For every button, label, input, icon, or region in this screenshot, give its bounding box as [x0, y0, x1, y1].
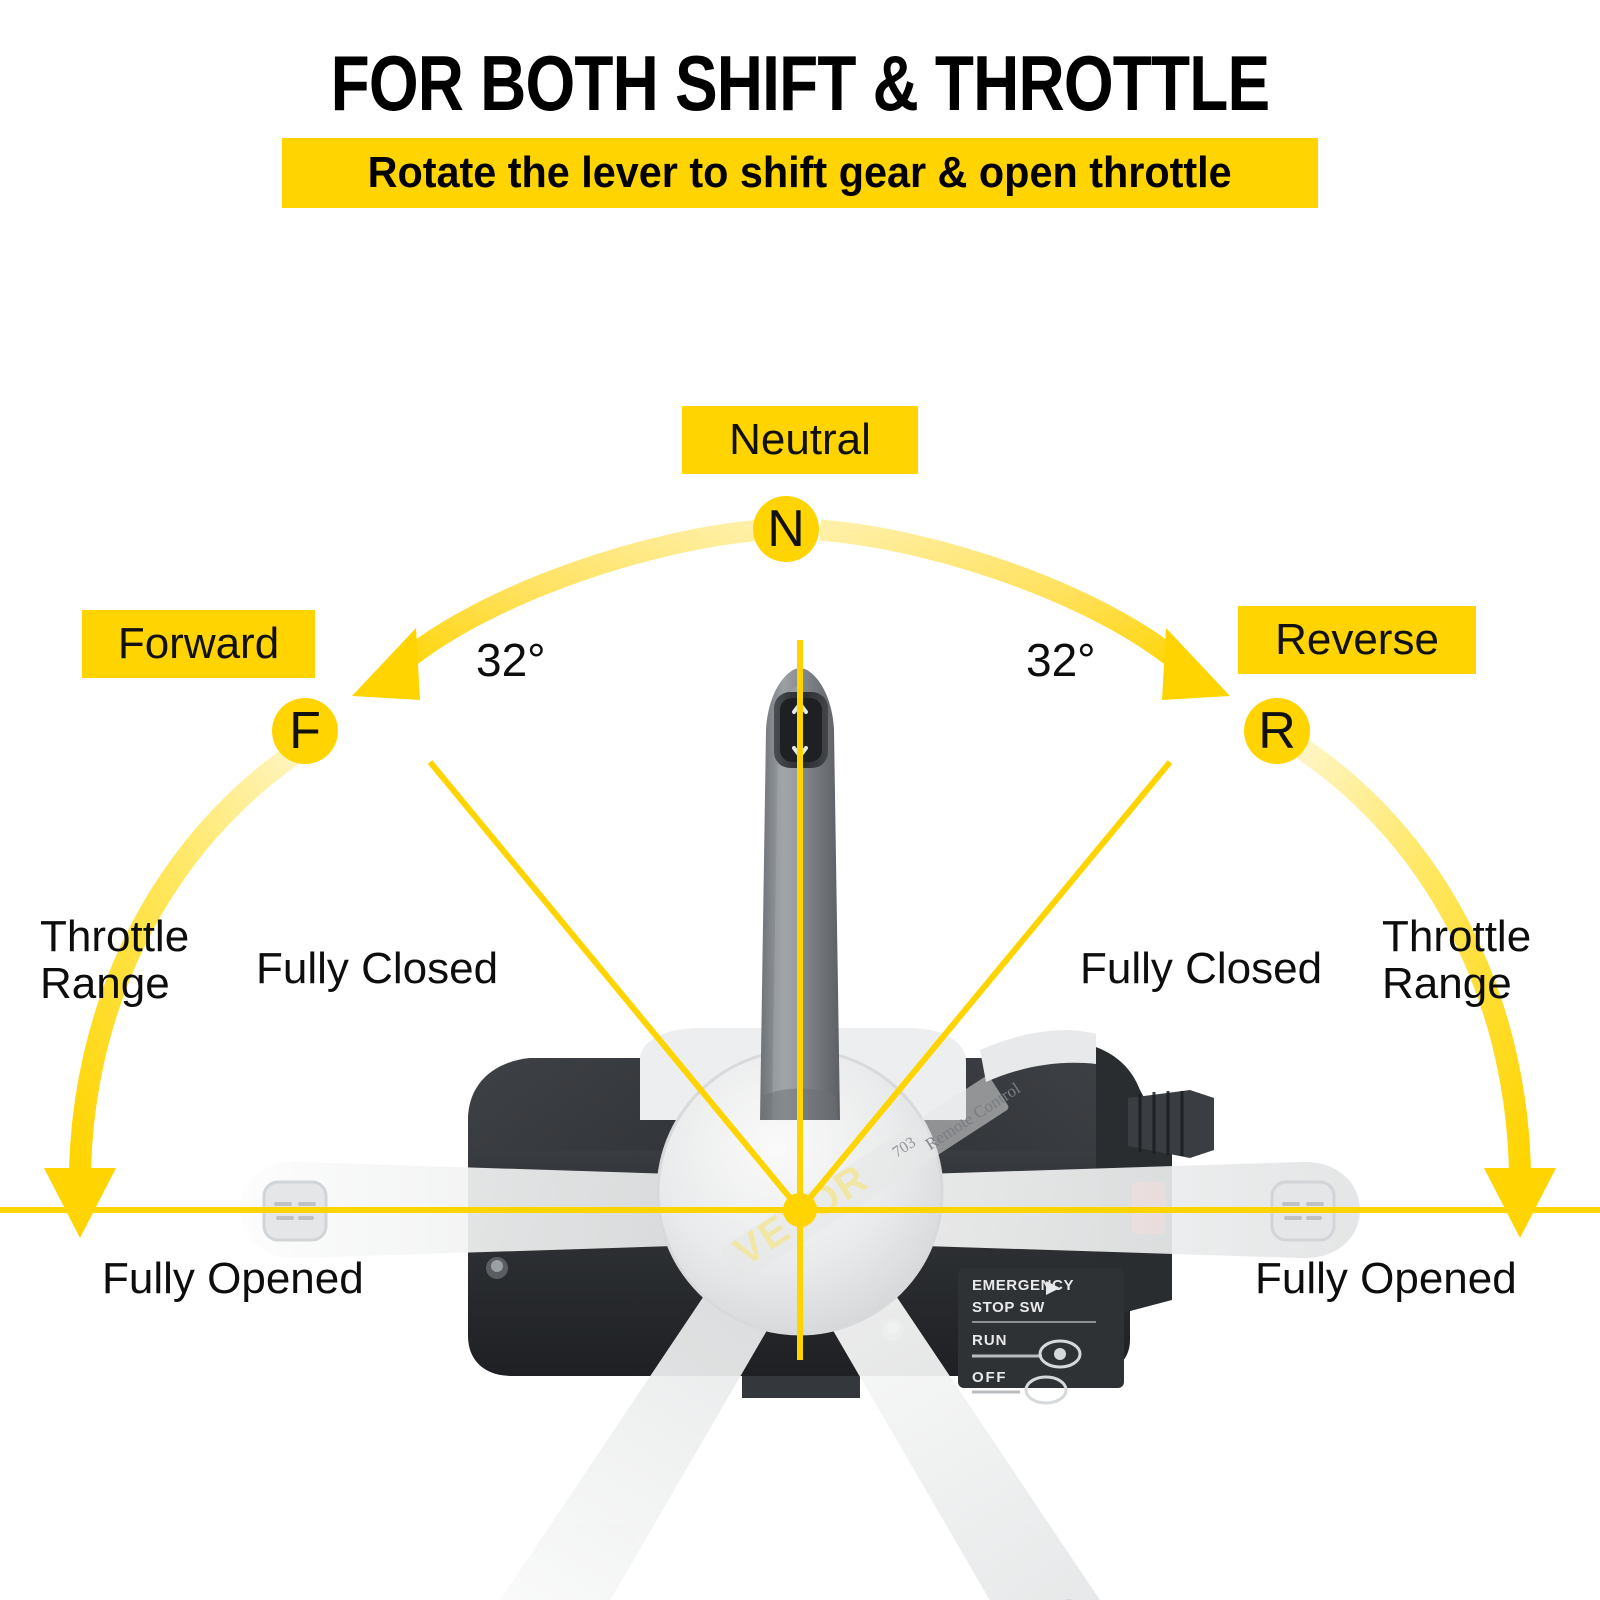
badge-neutral: Neutral: [682, 406, 918, 474]
angle-label-right: 32°: [1026, 634, 1096, 686]
fully-opened-label-right: Fully Opened: [1255, 1254, 1517, 1303]
throttle-range-arc-right: [1286, 732, 1556, 1238]
badge-reverse: Reverse: [1238, 606, 1476, 674]
throttle-range-label-right: Throttle Range: [1382, 912, 1532, 1008]
badge-forward: Forward: [82, 610, 315, 678]
fully-opened-label-left: Fully Opened: [102, 1254, 364, 1303]
panel-run-label: RUN: [972, 1332, 1008, 1349]
panel-emergency-line2: STOP SW: [972, 1299, 1045, 1316]
subtitle-text: Rotate the lever to shift gear & open th…: [367, 148, 1233, 197]
pivot-point: [783, 1193, 817, 1227]
play-triangle-icon: [1046, 1281, 1060, 1295]
fully-closed-label-right: Fully Closed: [1080, 944, 1323, 993]
panel-off-label: OFF: [972, 1369, 1007, 1386]
guide-forward-closed: [427, 760, 803, 1212]
throttle-range-label-left: Throttle Range: [40, 912, 190, 1008]
guide-reverse-closed: [797, 760, 1173, 1212]
shift-arc-right: [819, 519, 1230, 700]
angle-label-left: 32°: [476, 634, 546, 686]
subtitle-banner: Rotate the lever to shift gear & open th…: [282, 138, 1318, 208]
throttle-range-arc-left: [44, 732, 318, 1238]
page-title: FOR BOTH SHIFT & THROTTLE: [330, 39, 1271, 127]
fully-closed-label-left: Fully Closed: [256, 944, 499, 993]
gear-marker-neutral: N: [753, 496, 819, 562]
angle-guide-lines: [0, 640, 1600, 1360]
shift-arc-left: [352, 519, 763, 700]
emergency-stop-panel: EMERGENCY STOP SW RUN OFF: [958, 1268, 1124, 1405]
panel-emergency-line1: EMERGENCY: [972, 1277, 1074, 1294]
gear-marker-reverse: R: [1244, 698, 1310, 764]
gear-marker-forward: F: [272, 698, 338, 764]
